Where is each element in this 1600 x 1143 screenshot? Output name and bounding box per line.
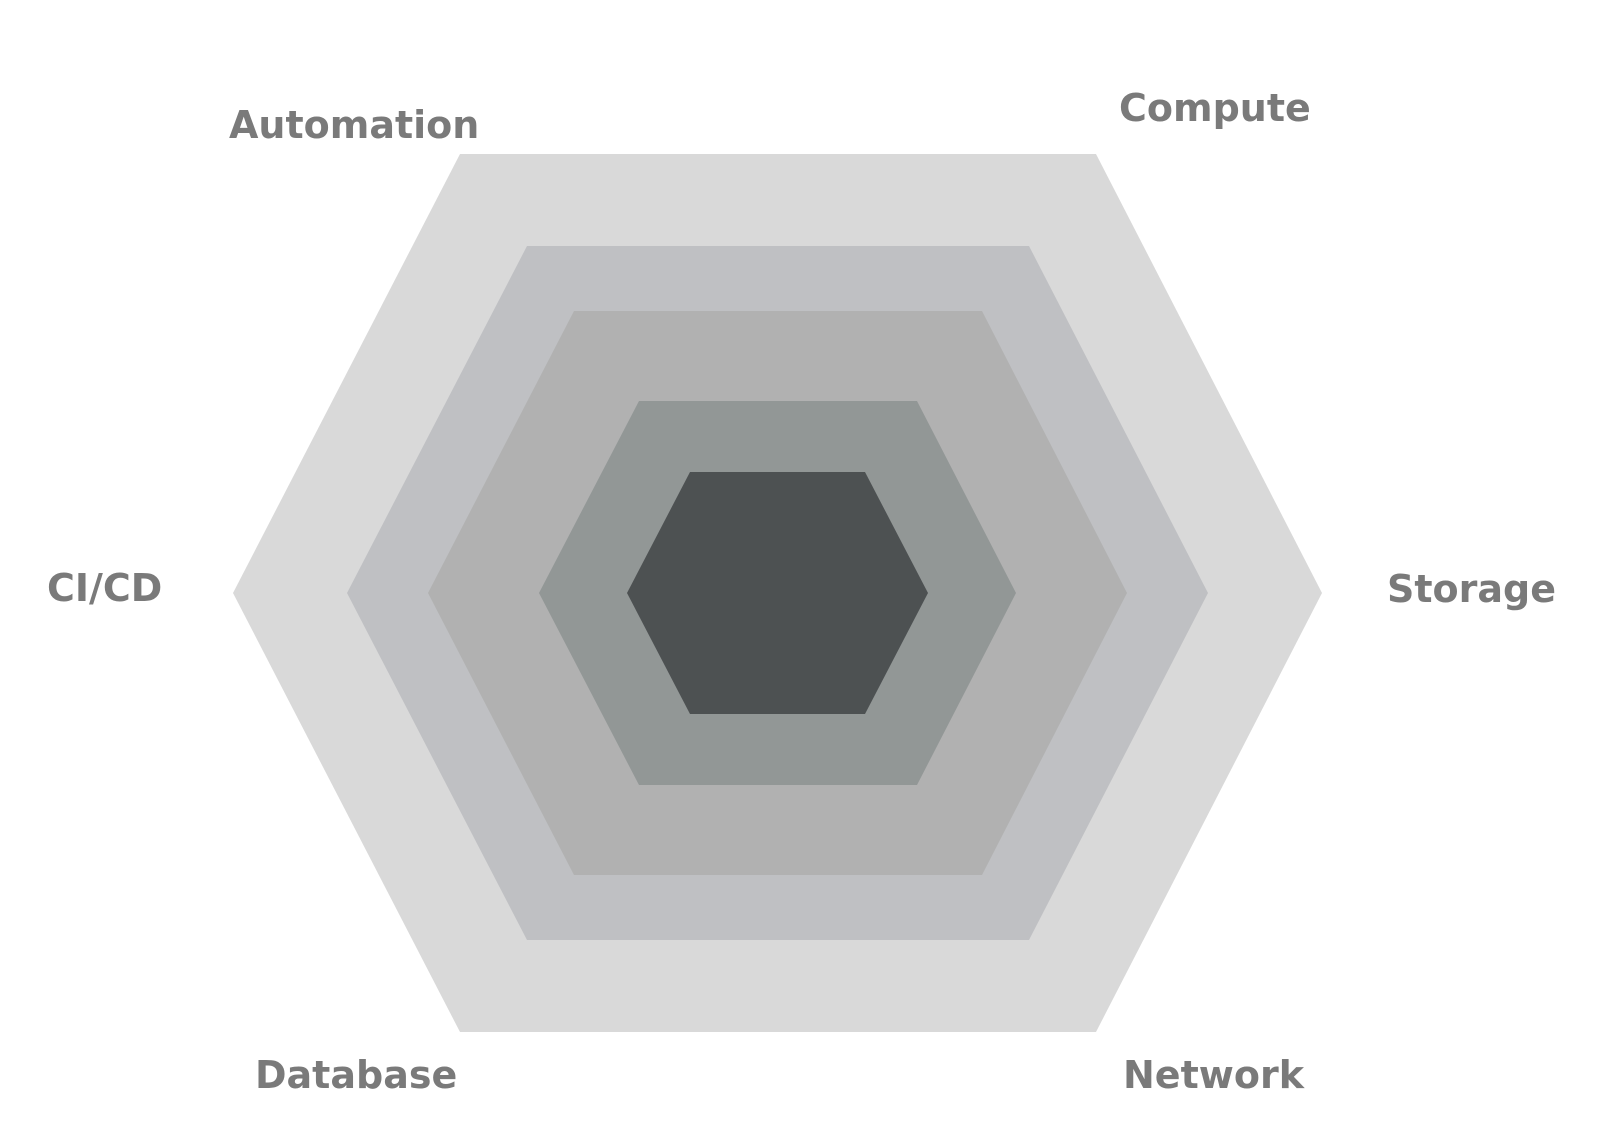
label-database: Database <box>255 1053 457 1097</box>
hexagon-core <box>627 472 928 714</box>
label-automation: Automation <box>229 103 479 147</box>
label-storage: Storage <box>1387 567 1556 611</box>
hexagon-rings <box>233 154 1322 1032</box>
label-network: Network <box>1123 1053 1305 1097</box>
axis-labels: Automation Compute CI/CD Storage Databas… <box>47 86 1556 1097</box>
label-ci-cd: CI/CD <box>47 566 162 610</box>
label-compute: Compute <box>1119 86 1311 130</box>
